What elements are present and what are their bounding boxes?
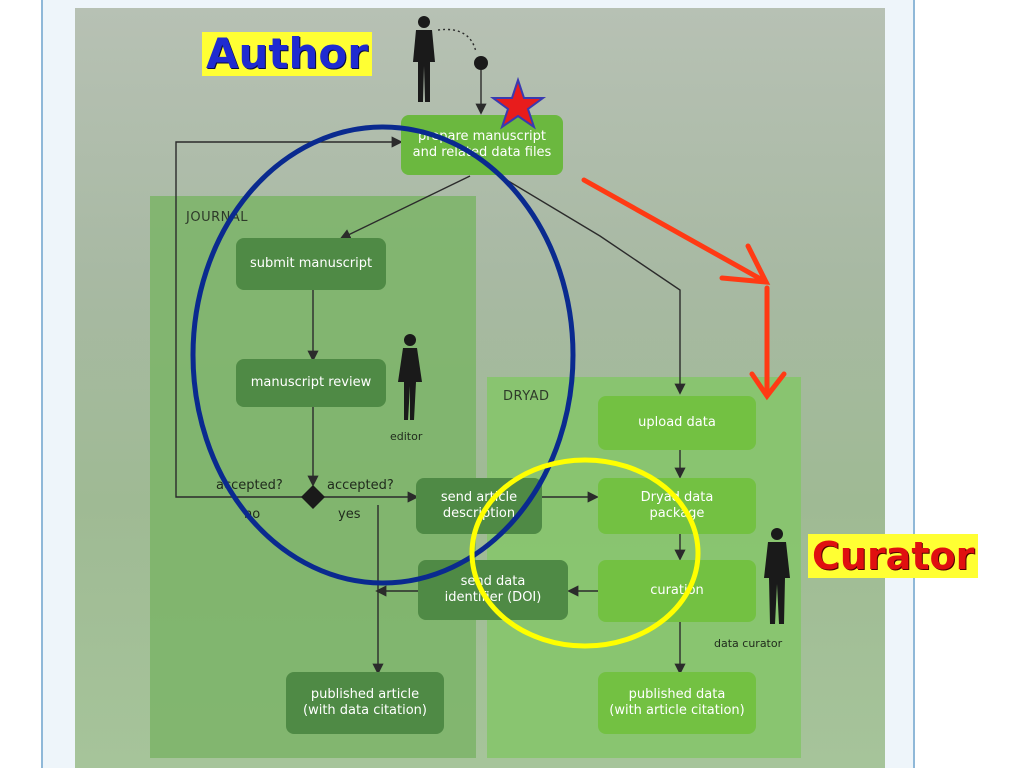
node-prepare-manuscript: prepare manuscript and related data file…: [401, 115, 563, 175]
data-curator-person-icon: [764, 528, 790, 624]
editor-person-icon: [398, 334, 422, 420]
node-published-article: published article (with data citation): [286, 672, 444, 734]
decision-accepted-yes-label: accepted?: [327, 478, 394, 493]
decision-yes-label: yes: [338, 507, 361, 522]
curator-tag: Curator: [808, 534, 979, 578]
data-curator-label: data curator: [714, 637, 783, 650]
node-upload-data: upload data: [598, 396, 756, 450]
dryad-label: DRYAD: [503, 389, 550, 404]
node-manuscript-review: manuscript review: [236, 359, 386, 407]
node-send-data-identifier: send data identifier (DOI): [418, 560, 568, 620]
author-person-icon: [413, 16, 435, 102]
editor-label: editor: [390, 430, 423, 443]
decision-accepted-no-label: accepted?: [216, 478, 283, 493]
node-send-article-description: send article description: [416, 478, 542, 534]
journal-label: JOURNAL: [186, 210, 248, 225]
node-published-data: published data (with article citation): [598, 672, 756, 734]
decision-no-label: no: [244, 507, 261, 522]
node-curation: curation: [598, 560, 756, 622]
node-dryad-data-package: Dryad data package: [598, 478, 756, 534]
node-submit-manuscript: submit manuscript: [236, 238, 386, 290]
author-tag: Author: [202, 32, 372, 76]
